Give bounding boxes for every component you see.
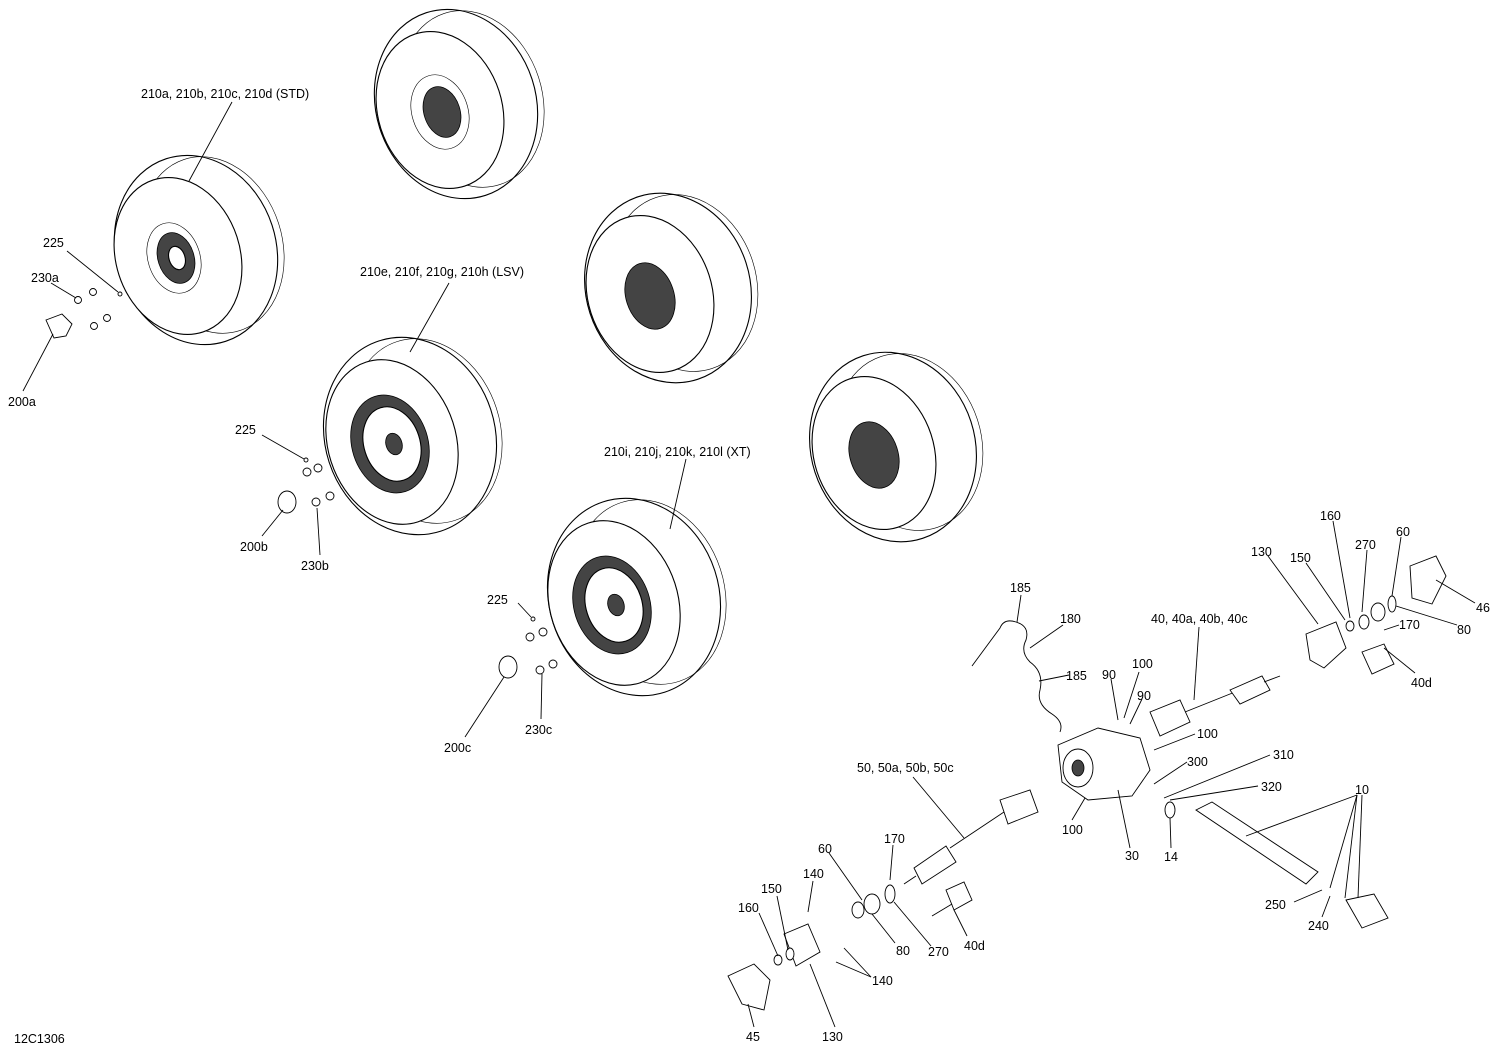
callout-100-top: 100 (1132, 657, 1153, 671)
label-wheel-xt: 210i, 210j, 210k, 210l (XT) (604, 445, 751, 459)
label-axle-rh: 40, 40a, 40b, 40c (1151, 612, 1248, 626)
callout-225-lsv: 225 (235, 423, 256, 437)
callout-170-right: 170 (1399, 618, 1420, 632)
callout-60-left: 60 (818, 842, 832, 856)
callout-300: 300 (1187, 755, 1208, 769)
callout-240: 240 (1308, 919, 1329, 933)
callout-90-left: 90 (1102, 668, 1116, 682)
callout-140-bottom: 140 (872, 974, 893, 988)
callout-30: 30 (1125, 849, 1139, 863)
callout-270-right: 270 (1355, 538, 1376, 552)
callout-230c: 230c (525, 723, 552, 737)
callout-250: 250 (1265, 898, 1286, 912)
label-wheel-lsv: 210e, 210f, 210g, 210h (LSV) (360, 265, 524, 279)
callout-200c: 200c (444, 741, 471, 755)
callout-320: 320 (1261, 780, 1282, 794)
callout-270-left: 270 (928, 945, 949, 959)
callout-140-top: 140 (803, 867, 824, 881)
callout-40d-left: 40d (964, 939, 985, 953)
diagram-id: 12C1306 (14, 1032, 65, 1046)
callout-100-mid: 100 (1197, 727, 1218, 741)
callout-310: 310 (1273, 748, 1294, 762)
leader-lines (22, 101, 1476, 1028)
callout-labels: 210a, 210b, 210c, 210d (STD) 210e, 210f,… (8, 87, 1490, 1046)
callout-185-top: 185 (1010, 581, 1031, 595)
callout-200a: 200a (8, 395, 36, 409)
callout-230a: 230a (31, 271, 59, 285)
callout-80-left: 80 (896, 944, 910, 958)
callout-45: 45 (746, 1030, 760, 1044)
callout-160-right: 160 (1320, 509, 1341, 523)
callout-100-bottom: 100 (1062, 823, 1083, 837)
wheel-std-front (113, 154, 285, 346)
wheel-hardware (45, 288, 558, 679)
wheel-lsv-rear (584, 192, 759, 384)
label-wheel-std: 210a, 210b, 210c, 210d (STD) (141, 87, 309, 101)
callout-130-left: 130 (822, 1030, 843, 1044)
callout-40d-right: 40d (1411, 676, 1432, 690)
callout-230b: 230b (301, 559, 329, 573)
callout-225-std: 225 (43, 236, 64, 250)
wheel-xt-front (546, 497, 727, 697)
callout-150-right: 150 (1290, 551, 1311, 565)
callout-80-right: 80 (1457, 623, 1471, 637)
callout-130-right: 130 (1251, 545, 1272, 559)
callout-10: 10 (1355, 783, 1369, 797)
callout-225-xt: 225 (487, 593, 508, 607)
callout-160-left: 160 (738, 901, 759, 915)
callout-150-left: 150 (761, 882, 782, 896)
callout-90-right: 90 (1137, 689, 1151, 703)
wheel-xt-rear (809, 351, 984, 543)
wheel-lsv-front (322, 336, 503, 536)
callout-46: 46 (1476, 601, 1490, 615)
callout-200b: 200b (240, 540, 268, 554)
drivetrain (727, 555, 1447, 1011)
callout-170-left: 170 (884, 832, 905, 846)
callout-180: 180 (1060, 612, 1081, 626)
callout-14: 14 (1164, 850, 1178, 864)
callout-185-bottom: 185 (1066, 669, 1087, 683)
callout-60-right: 60 (1396, 525, 1410, 539)
label-axle-lh: 50, 50a, 50b, 50c (857, 761, 954, 775)
wheel-std-rear (373, 8, 545, 200)
